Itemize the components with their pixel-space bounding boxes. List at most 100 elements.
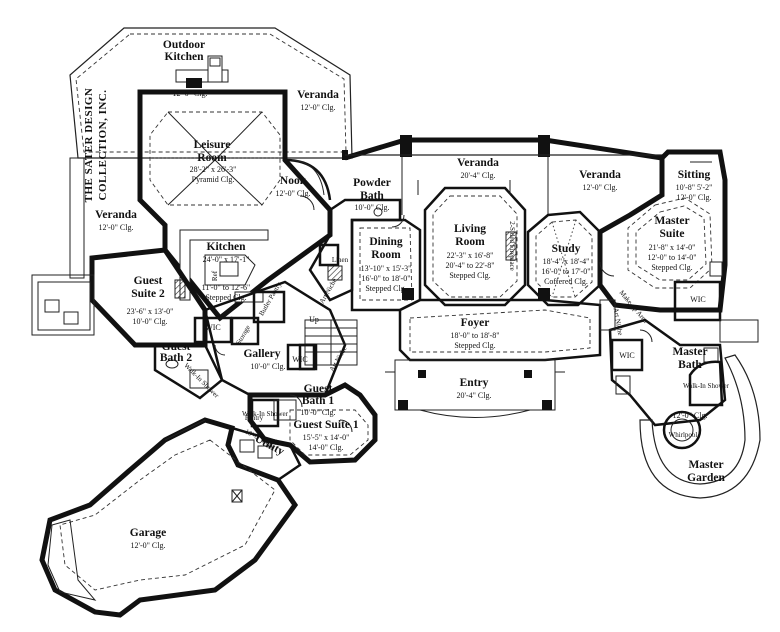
svg-text:Veranda: Veranda	[95, 209, 137, 221]
svg-text:10'-0" Clg.: 10'-0" Clg.	[133, 317, 168, 326]
svg-text:22'-3" x 16'-8": 22'-3" x 16'-8"	[447, 251, 494, 260]
room-label-veranda-center: Veranda 20'-4" Clg.	[457, 157, 499, 180]
kitchen-counters	[174, 229, 269, 303]
svg-text:18'-0" to 18'-8": 18'-0" to 18'-8"	[451, 331, 500, 340]
svg-text:10'-0" Clg.: 10'-0" Clg.	[251, 362, 286, 371]
svg-text:Whirlpool: Whirlpool	[669, 431, 698, 439]
svg-text:12'-0" Clg.: 12'-0" Clg.	[99, 223, 134, 232]
room-label-guest-bath-1: Guest Bath 1 10'-0" Clg.	[301, 383, 336, 417]
room-label-entry: Entry 20'-4" Clg.	[457, 377, 492, 400]
svg-text:Linen: Linen	[332, 256, 349, 264]
svg-text:Stepped Clg.: Stepped Clg.	[449, 271, 490, 280]
door-swings	[214, 195, 653, 433]
svg-text:Outdoor: Outdoor	[163, 39, 205, 51]
watermark-line-2: COLLECTION, INC.	[97, 90, 109, 201]
svg-text:12'-0" Clg.: 12'-0" Clg.	[583, 183, 618, 192]
svg-text:Room: Room	[197, 152, 227, 164]
svg-text:16'-0" to 17'-0": 16'-0" to 17'-0"	[542, 267, 591, 276]
whirlpool-tub	[662, 410, 702, 450]
svg-text:Nook: Nook	[280, 175, 307, 187]
room-label-sitting: Sitting 10'-8" 5'-2" 12'-0" Clg.	[676, 169, 713, 202]
svg-text:20'-4" Clg.: 20'-4" Clg.	[457, 391, 492, 400]
svg-text:Gallery: Gallery	[243, 348, 280, 360]
room-label-dining: Dining Room 13'-10" x 15'-3" 16'-0" to 1…	[361, 236, 412, 293]
master-garden-outline	[639, 354, 761, 499]
svg-text:Walk-In Shower: Walk-In Shower	[242, 410, 289, 418]
svg-text:Stepped Clg.: Stepped Clg.	[651, 263, 692, 272]
svg-text:12'-0" to 14'-0": 12'-0" to 14'-0"	[648, 253, 697, 262]
svg-text:15'-5" x 14'-0": 15'-5" x 14'-0"	[303, 433, 350, 442]
room-label-master-suite: Master Suite 21'-8" x 14'-0" 12'-0" to 1…	[648, 215, 697, 272]
svg-text:Master: Master	[672, 346, 707, 358]
room-label-outdoor-kitchen: Outdoor Kitchen 12'-0" Clg.	[163, 39, 208, 98]
svg-text:Suite: Suite	[660, 228, 685, 240]
svg-text:20'-4" to 22'-8": 20'-4" to 22'-8"	[446, 261, 495, 270]
svg-text:Master: Master	[688, 459, 723, 471]
svg-text:Living: Living	[454, 223, 486, 235]
svg-text:Guest: Guest	[134, 275, 163, 287]
svg-text:10'-0" Clg.: 10'-0" Clg.	[355, 203, 390, 212]
master-suite-walls	[597, 149, 728, 313]
svg-text:10'-0" Clg.: 10'-0" Clg.	[301, 408, 336, 417]
svg-text:Stepped Clg.: Stepped Clg.	[205, 293, 246, 302]
svg-text:Master: Master	[654, 215, 689, 227]
room-label-gallery: Gallery 10'-0" Clg.	[243, 348, 285, 371]
room-label-master-bath: Master Bath 12'-0" Clg.	[672, 346, 707, 420]
svg-text:12'-0" Clg.: 12'-0" Clg.	[131, 541, 166, 550]
svg-text:23'-6" x 13'-0": 23'-6" x 13'-0"	[127, 307, 174, 316]
svg-text:Study: Study	[552, 243, 581, 255]
svg-text:12'-0" Clg.: 12'-0" Clg.	[173, 89, 208, 98]
room-label-guest-bath-2: Guest Bath 2	[160, 341, 193, 364]
svg-text:12'-0" Clg.: 12'-0" Clg.	[677, 193, 712, 202]
svg-text:Guest: Guest	[304, 383, 333, 395]
svg-text:Room: Room	[371, 249, 401, 261]
svg-text:WIC: WIC	[619, 351, 635, 360]
svg-text:18'-4" x 18'-4": 18'-4" x 18'-4"	[543, 257, 590, 266]
svg-text:Dining: Dining	[369, 236, 402, 248]
nook-bay	[284, 158, 332, 201]
study-walls	[526, 210, 602, 307]
svg-text:Bath 1: Bath 1	[302, 395, 335, 407]
svg-text:Bath 2: Bath 2	[160, 352, 193, 364]
room-label-kitchen: Kitchen 24'-0" x 17'-1" 11'-0" to 12'-6"…	[202, 241, 251, 302]
svg-text:Veranda: Veranda	[457, 157, 499, 169]
svg-text:12'-0" Clg.: 12'-0" Clg.	[673, 411, 708, 420]
room-label-garage: Garage 12'-0" Clg.	[130, 527, 166, 550]
svg-text:14'-0" Clg.: 14'-0" Clg.	[309, 443, 344, 452]
room-label-veranda-left: Veranda 12'-0" Clg.	[95, 209, 137, 232]
svg-text:13'-10" x 15'-3": 13'-10" x 15'-3"	[361, 264, 412, 273]
svg-text:Guest Suite 1: Guest Suite 1	[293, 419, 358, 431]
svg-text:11'-0" to 12'-6": 11'-0" to 12'-6"	[202, 283, 251, 292]
svg-text:Art Niche: Art Niche	[318, 277, 339, 305]
room-label-veranda-top: Veranda 12'-0" Clg.	[297, 89, 339, 112]
svg-text:Bath: Bath	[360, 190, 384, 202]
svg-text:12'-0" Clg.: 12'-0" Clg.	[301, 103, 336, 112]
svg-text:Leisure: Leisure	[194, 139, 231, 151]
master-wic-bath-walls	[599, 280, 759, 450]
room-label-guest-suite-1: Guest Suite 1 15'-5" x 14'-0" 14'-0" Clg…	[293, 419, 358, 452]
svg-text:Guest: Guest	[162, 341, 191, 353]
svg-text:Suite 2: Suite 2	[131, 288, 165, 300]
svg-text:Pyramid Clg.: Pyramid Clg.	[192, 175, 235, 184]
leisure-room-walls	[137, 78, 333, 322]
svg-text:16'-0" to 18'-0": 16'-0" to 18'-0"	[362, 274, 411, 283]
watermark: THE SATER DESIGN COLLECTION, INC.	[83, 88, 109, 203]
svg-text:10'-8" 5'-2": 10'-8" 5'-2"	[676, 183, 713, 192]
guest-bath-2-walls	[153, 343, 224, 400]
svg-text:Foyer: Foyer	[461, 317, 490, 329]
svg-text:24'-0" x 17'-1": 24'-0" x 17'-1"	[203, 255, 250, 264]
svg-text:WIC: WIC	[292, 355, 308, 364]
room-label-leisure: Leisure Room 28'-2" x 26'-3" Pyramid Clg…	[190, 139, 237, 184]
svg-text:Veranda: Veranda	[297, 89, 339, 101]
room-label-nook: Nook 12'-0" Clg.	[276, 175, 311, 198]
svg-text:12'-0" Clg.: 12'-0" Clg.	[276, 189, 311, 198]
watermark-line-1: THE SATER DESIGN	[83, 88, 95, 203]
room-label-living: Living Room 22'-3" x 16'-8" 20'-4" to 22…	[446, 223, 495, 280]
svg-text:Walk-In Shower: Walk-In Shower	[683, 382, 730, 390]
svg-text:Room: Room	[455, 236, 485, 248]
svg-text:WIC: WIC	[205, 323, 221, 332]
svg-text:21'-8" x 14'-0": 21'-8" x 14'-0"	[649, 243, 696, 252]
svg-text:20'-4" Clg.: 20'-4" Clg.	[461, 171, 496, 180]
svg-text:Ref: Ref	[211, 270, 219, 281]
